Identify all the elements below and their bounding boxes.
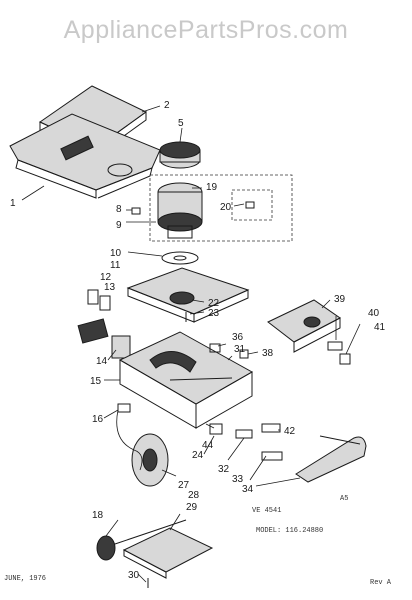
watermark: AppliancePartsPros.com <box>63 16 349 44</box>
callout-22: 22 <box>208 298 220 309</box>
revision-note: Rev A <box>370 579 392 587</box>
switch-14 <box>111 335 131 359</box>
callout-36: 36 <box>232 332 244 343</box>
filter-plate <box>126 267 250 323</box>
brush-box <box>231 189 273 221</box>
callout-13: 13 <box>104 282 116 293</box>
cord <box>116 409 143 471</box>
callout-9: 9 <box>116 220 122 231</box>
part-42 <box>261 423 281 433</box>
wheel <box>131 433 169 487</box>
model-number: MODEL: 116.24880 <box>256 527 323 535</box>
callout-28: 28 <box>188 490 200 501</box>
clip-8 <box>131 207 141 215</box>
callout-5: 5 <box>178 118 184 129</box>
callout-19: 19 <box>206 182 218 193</box>
callout-41: 41 <box>374 322 386 333</box>
plug-16 <box>117 403 131 413</box>
note-a5: A5 <box>340 495 348 503</box>
callout-44: 44 <box>202 440 214 451</box>
diagram-notes: A5 VE 4541 MODEL: 116.24880 JUNE, 1976 R… <box>4 495 392 587</box>
callout-27: 27 <box>178 480 190 491</box>
callout-8: 8 <box>116 204 122 215</box>
brush-20 <box>245 201 255 209</box>
leader-lines <box>21 105 361 583</box>
bag-clips <box>327 341 351 365</box>
callout-32: 32 <box>218 464 230 475</box>
callout-33: 33 <box>232 474 244 485</box>
callout-34: 34 <box>242 484 254 495</box>
part-33 <box>261 451 283 461</box>
bottom-plate <box>122 527 214 579</box>
callout-labels: 1 2 5 8 9 10 11 12 13 14 15 16 18 19 20 … <box>10 100 386 581</box>
callout-42: 42 <box>284 426 296 437</box>
callout-30: 30 <box>128 570 140 581</box>
switch-parts <box>77 289 111 344</box>
handle <box>295 435 367 483</box>
callout-23: 23 <box>208 308 220 319</box>
part-32 <box>235 429 253 439</box>
callout-18: 18 <box>92 510 104 521</box>
callout-39: 39 <box>334 294 346 305</box>
callout-40: 40 <box>368 308 380 319</box>
motor-assembly-box <box>149 174 293 242</box>
callout-16: 16 <box>92 414 104 425</box>
callout-14: 14 <box>96 356 108 367</box>
motor-cap <box>159 141 201 169</box>
callout-20: 20 <box>220 202 232 213</box>
housing-lid <box>9 113 161 199</box>
callout-24: 24 <box>192 450 204 461</box>
motor <box>157 182 203 239</box>
callout-2: 2 <box>164 100 170 111</box>
bag-holder <box>267 299 341 353</box>
diagram-date: JUNE, 1976 <box>4 575 46 583</box>
main-housing <box>118 331 254 429</box>
callout-11: 11 <box>110 260 121 271</box>
part-36 <box>209 343 221 353</box>
callout-1: 1 <box>10 198 16 209</box>
callout-31: 31 <box>234 344 246 355</box>
callout-12: 12 <box>100 272 112 283</box>
callout-15: 15 <box>90 376 102 387</box>
callout-10: 10 <box>110 248 122 259</box>
note-ref: VE 4541 <box>252 507 281 515</box>
callout-38: 38 <box>262 348 274 359</box>
part-24 <box>209 423 223 435</box>
callout-29: 29 <box>186 502 198 513</box>
gasket <box>161 251 199 265</box>
